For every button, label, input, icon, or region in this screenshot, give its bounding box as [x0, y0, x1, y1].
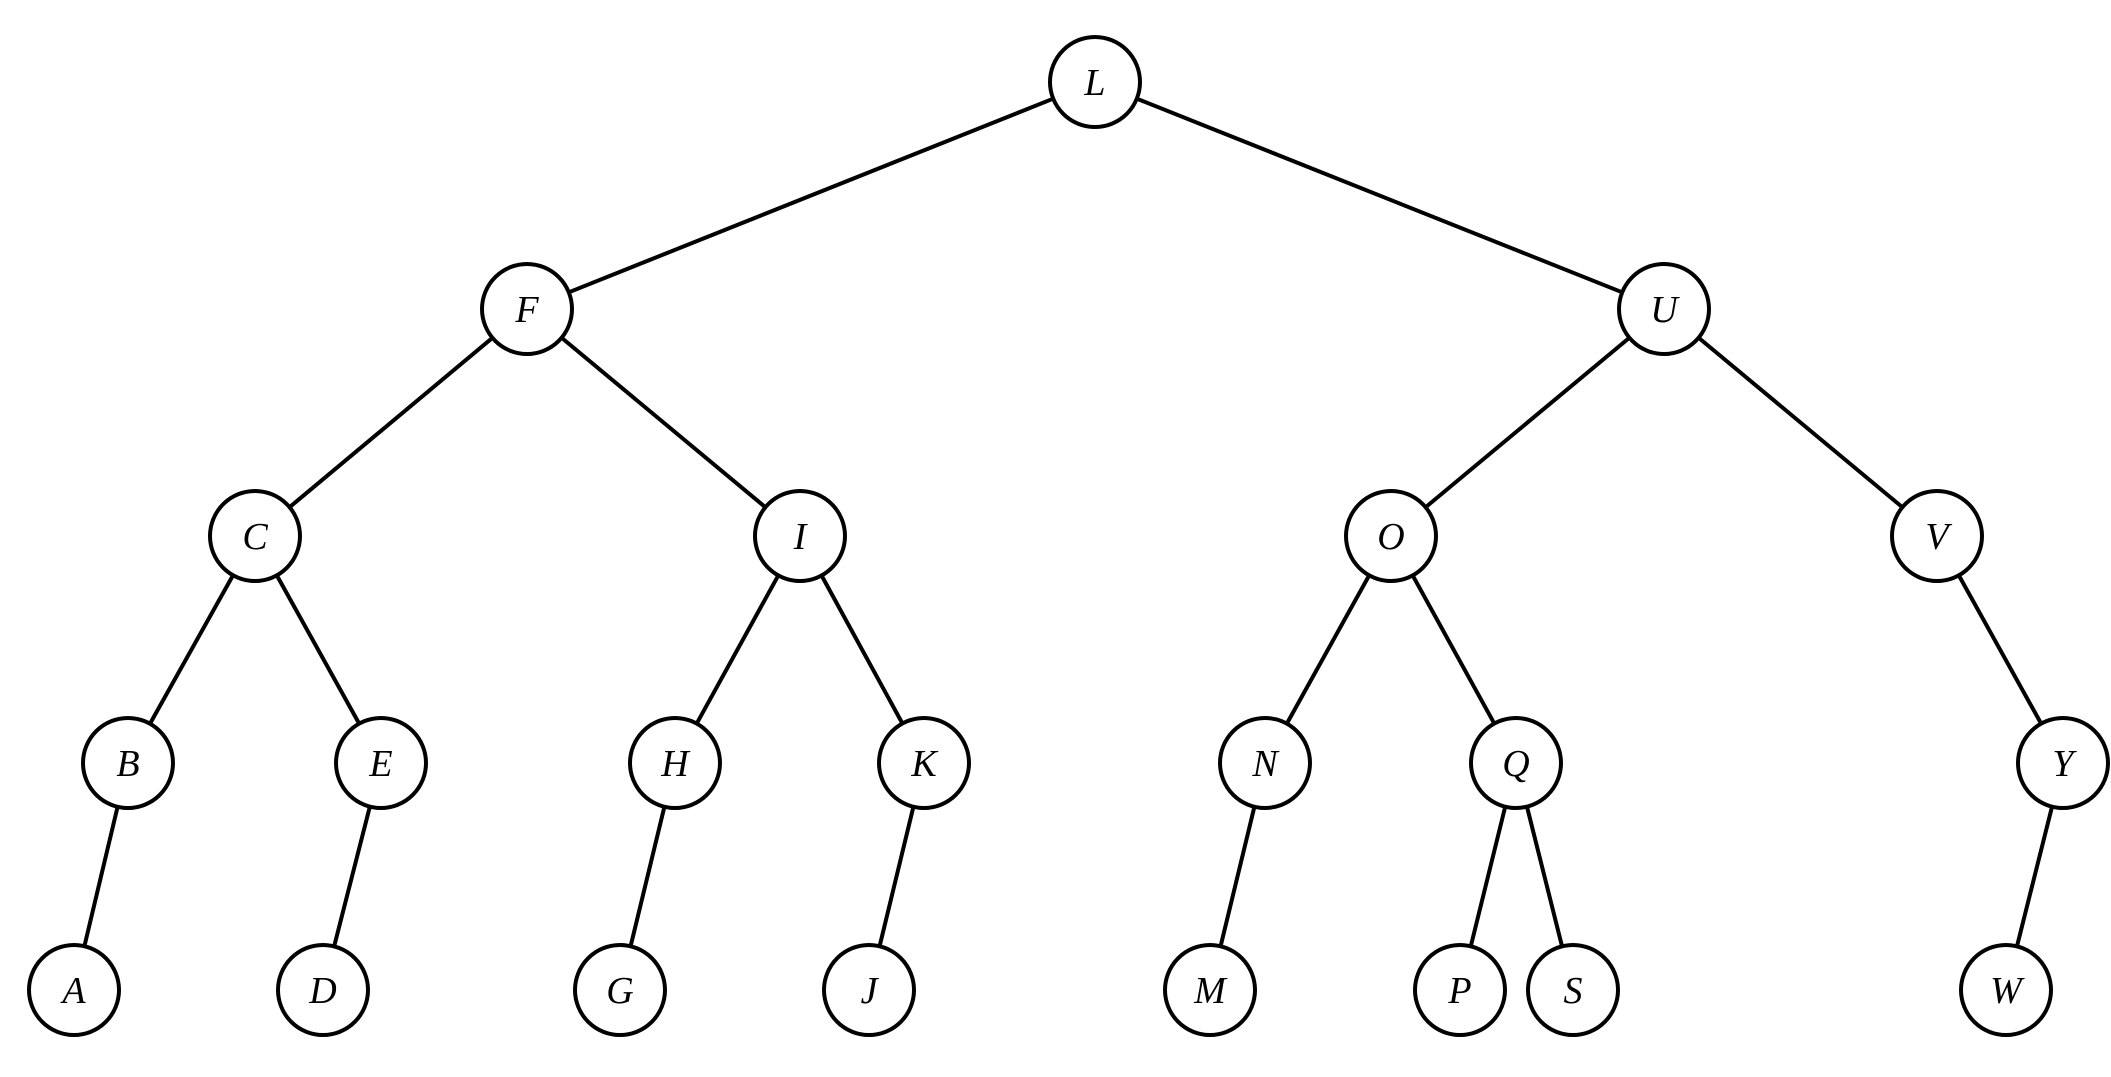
tree-node-u: U — [1617, 262, 1711, 356]
node-circle-n — [1218, 716, 1312, 810]
edge-u-o — [1423, 335, 1632, 510]
node-label-e: E — [368, 743, 392, 785]
tree-node-y: Y — [2016, 716, 2110, 810]
node-circle-s — [1526, 943, 1620, 1037]
tree-node-o: O — [1344, 489, 1438, 583]
node-label-d: D — [308, 970, 336, 1012]
tree-node-b: B — [81, 716, 175, 810]
node-circle-c — [208, 489, 302, 583]
tree-node-i: I — [753, 489, 847, 583]
node-label-m: M — [1193, 970, 1228, 1012]
edge-c-b — [147, 573, 236, 726]
node-label-l: L — [1083, 62, 1105, 104]
tree-nodes: L F U C I O V B E H K N Q Y A D G J M P S W — [27, 35, 2110, 1037]
edge-c-e — [274, 573, 362, 726]
tree-edges — [82, 96, 2055, 949]
node-circle-f — [480, 262, 574, 356]
node-circle-w — [1959, 943, 2053, 1037]
node-circle-g — [573, 943, 667, 1037]
tree-node-p: P — [1413, 943, 1507, 1037]
node-circle-i — [753, 489, 847, 583]
edge-l-u — [1134, 96, 1625, 295]
tree-node-m: M — [1163, 943, 1257, 1037]
edge-y-w — [2014, 804, 2055, 949]
tree-node-v: V — [1890, 489, 1984, 583]
node-circle-e — [334, 716, 428, 810]
node-circle-o — [1344, 489, 1438, 583]
node-circle-l — [1048, 35, 1142, 129]
node-label-n: N — [1251, 743, 1280, 785]
tree-node-g: G — [573, 943, 667, 1037]
node-circle-b — [81, 716, 175, 810]
node-circle-j — [822, 943, 916, 1037]
edge-o-n — [1284, 573, 1372, 726]
node-label-i: I — [793, 516, 809, 558]
node-label-a: A — [59, 970, 86, 1012]
tree-node-j: J — [822, 943, 916, 1037]
edge-k-j — [877, 804, 916, 949]
tree-node-w: W — [1959, 943, 2053, 1037]
edge-b-a — [82, 804, 120, 949]
tree-node-a: A — [27, 943, 121, 1037]
tree-node-l: L — [1048, 35, 1142, 129]
tree-node-f: F — [480, 262, 574, 356]
tree-node-d: D — [276, 943, 370, 1037]
node-label-f: F — [514, 289, 539, 331]
edge-f-i — [559, 335, 768, 510]
node-circle-p — [1413, 943, 1507, 1037]
tree-node-s: S — [1526, 943, 1620, 1037]
edge-h-g — [628, 804, 667, 949]
tree-node-n: N — [1218, 716, 1312, 810]
node-circle-y — [2016, 716, 2110, 810]
edge-l-f — [566, 96, 1056, 295]
node-label-o: O — [1377, 516, 1404, 558]
node-label-w: W — [1990, 970, 2025, 1012]
node-label-j: J — [861, 970, 880, 1012]
node-label-q: Q — [1502, 743, 1529, 785]
node-label-c: C — [242, 516, 268, 558]
edge-u-v — [1696, 335, 1905, 510]
node-label-y: Y — [2052, 743, 2077, 785]
tree-node-e: E — [334, 716, 428, 810]
edge-f-c — [287, 335, 495, 510]
edge-o-q — [1410, 573, 1497, 726]
node-circle-v — [1890, 489, 1984, 583]
node-circle-k — [877, 716, 971, 810]
node-label-g: G — [606, 970, 633, 1012]
node-label-s: S — [1564, 970, 1583, 1012]
edge-n-m — [1218, 804, 1257, 949]
node-label-b: B — [116, 743, 139, 785]
tree-node-h: H — [628, 716, 722, 810]
edge-q-p — [1468, 804, 1508, 949]
node-label-k: K — [910, 743, 938, 785]
node-circle-u — [1617, 262, 1711, 356]
tree-node-q: Q — [1469, 716, 1563, 810]
node-circle-m — [1163, 943, 1257, 1037]
node-circle-d — [276, 943, 370, 1037]
edge-i-h — [694, 573, 781, 726]
node-label-u: U — [1650, 289, 1680, 331]
node-circle-q — [1469, 716, 1563, 810]
edge-q-s — [1524, 804, 1565, 949]
node-label-v: V — [1925, 516, 1952, 558]
tree-node-c: C — [208, 489, 302, 583]
node-label-h: H — [660, 743, 691, 785]
edge-i-k — [819, 573, 905, 726]
node-circle-h — [628, 716, 722, 810]
node-label-p: P — [1447, 970, 1471, 1012]
tree-node-k: K — [877, 716, 971, 810]
edge-v-y — [1956, 573, 2044, 726]
node-circle-a — [27, 943, 121, 1037]
edge-e-d — [332, 804, 372, 949]
